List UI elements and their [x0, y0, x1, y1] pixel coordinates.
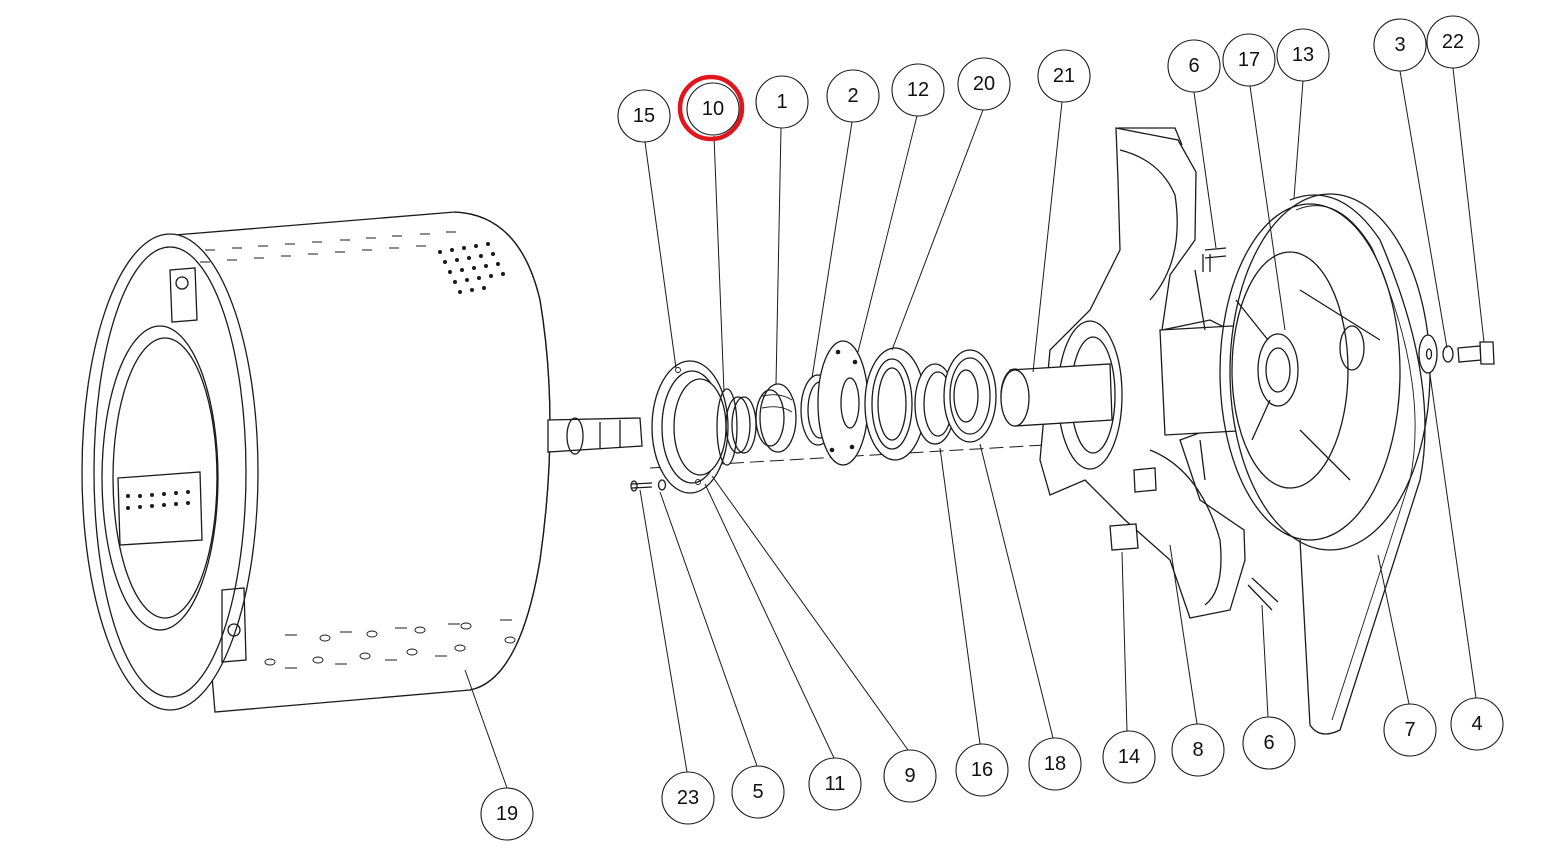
callout-label: 22 — [1442, 31, 1464, 53]
retaining-ring-part — [716, 388, 738, 466]
washer-4-part — [1418, 334, 1438, 374]
callout-14: 14 — [1102, 730, 1156, 784]
callout-label: 6 — [1188, 55, 1199, 77]
callout-15: 15 — [617, 89, 671, 143]
callout-5: 5 — [731, 765, 785, 819]
callout-label: 23 — [677, 787, 699, 809]
callout-label: 18 — [1044, 753, 1066, 775]
callout-label: 16 — [971, 759, 993, 781]
callout-label: 3 — [1394, 34, 1405, 56]
nut-3-part — [1442, 345, 1454, 363]
callout-22: 22 — [1426, 15, 1480, 69]
belt-part — [1289, 194, 1426, 735]
callout-3: 3 — [1373, 18, 1427, 72]
callout-19: 19 — [480, 787, 534, 841]
callout-6-bottom: 6 — [1242, 716, 1296, 770]
callout-12: 12 — [891, 63, 945, 117]
callout-17: 17 — [1222, 33, 1276, 87]
highlight-ring — [677, 74, 745, 142]
callout-11: 11 — [808, 757, 862, 811]
callout-label: 9 — [904, 765, 915, 787]
pulley-part — [1219, 193, 1431, 551]
seal-1-part — [755, 383, 797, 453]
callout-label: 4 — [1471, 713, 1482, 735]
callout-1: 1 — [755, 75, 809, 129]
callout-9: 9 — [883, 749, 937, 803]
callout-label: 21 — [1053, 65, 1075, 87]
bolt-22-part — [1457, 341, 1495, 365]
callout-21: 21 — [1037, 49, 1091, 103]
callout-label: 7 — [1404, 719, 1415, 741]
callout-10: 10 — [677, 74, 745, 142]
callout-label: 8 — [1192, 739, 1203, 761]
hub-flange-part — [651, 360, 729, 494]
callout-label: 1 — [776, 91, 787, 113]
callout-label: 14 — [1118, 746, 1140, 768]
callout-2: 2 — [826, 69, 880, 123]
callout-23: 23 — [661, 771, 715, 825]
bearing-18-part — [943, 349, 997, 443]
callout-label: 2 — [847, 85, 858, 107]
callout-label: 15 — [633, 105, 655, 127]
callout-4: 4 — [1450, 697, 1504, 751]
callout-13: 13 — [1276, 28, 1330, 82]
callout-18: 18 — [1028, 737, 1082, 791]
callout-label: 19 — [496, 803, 518, 825]
callout-label: 11 — [825, 773, 846, 795]
screw-23-part — [630, 479, 667, 492]
callout-8: 8 — [1171, 723, 1225, 777]
callout-20: 20 — [957, 57, 1011, 111]
callout-label: 20 — [973, 73, 995, 95]
leader-lines — [464, 67, 1485, 789]
callout-label: 6 — [1263, 732, 1274, 754]
callout-label: 10 — [702, 98, 724, 120]
callout-label: 12 — [907, 79, 929, 101]
callout-6-top: 6 — [1167, 39, 1221, 93]
callout-label: 13 — [1292, 44, 1314, 66]
callout-label: 5 — [752, 781, 763, 803]
callout-label: 17 — [1238, 49, 1260, 71]
callout-7: 7 — [1383, 703, 1437, 757]
spider-support-part — [1000, 127, 1279, 619]
callout-16: 16 — [955, 743, 1009, 797]
spring-seal-part — [725, 396, 757, 454]
gasket-plate-part — [817, 340, 869, 466]
drum-part — [81, 211, 643, 713]
